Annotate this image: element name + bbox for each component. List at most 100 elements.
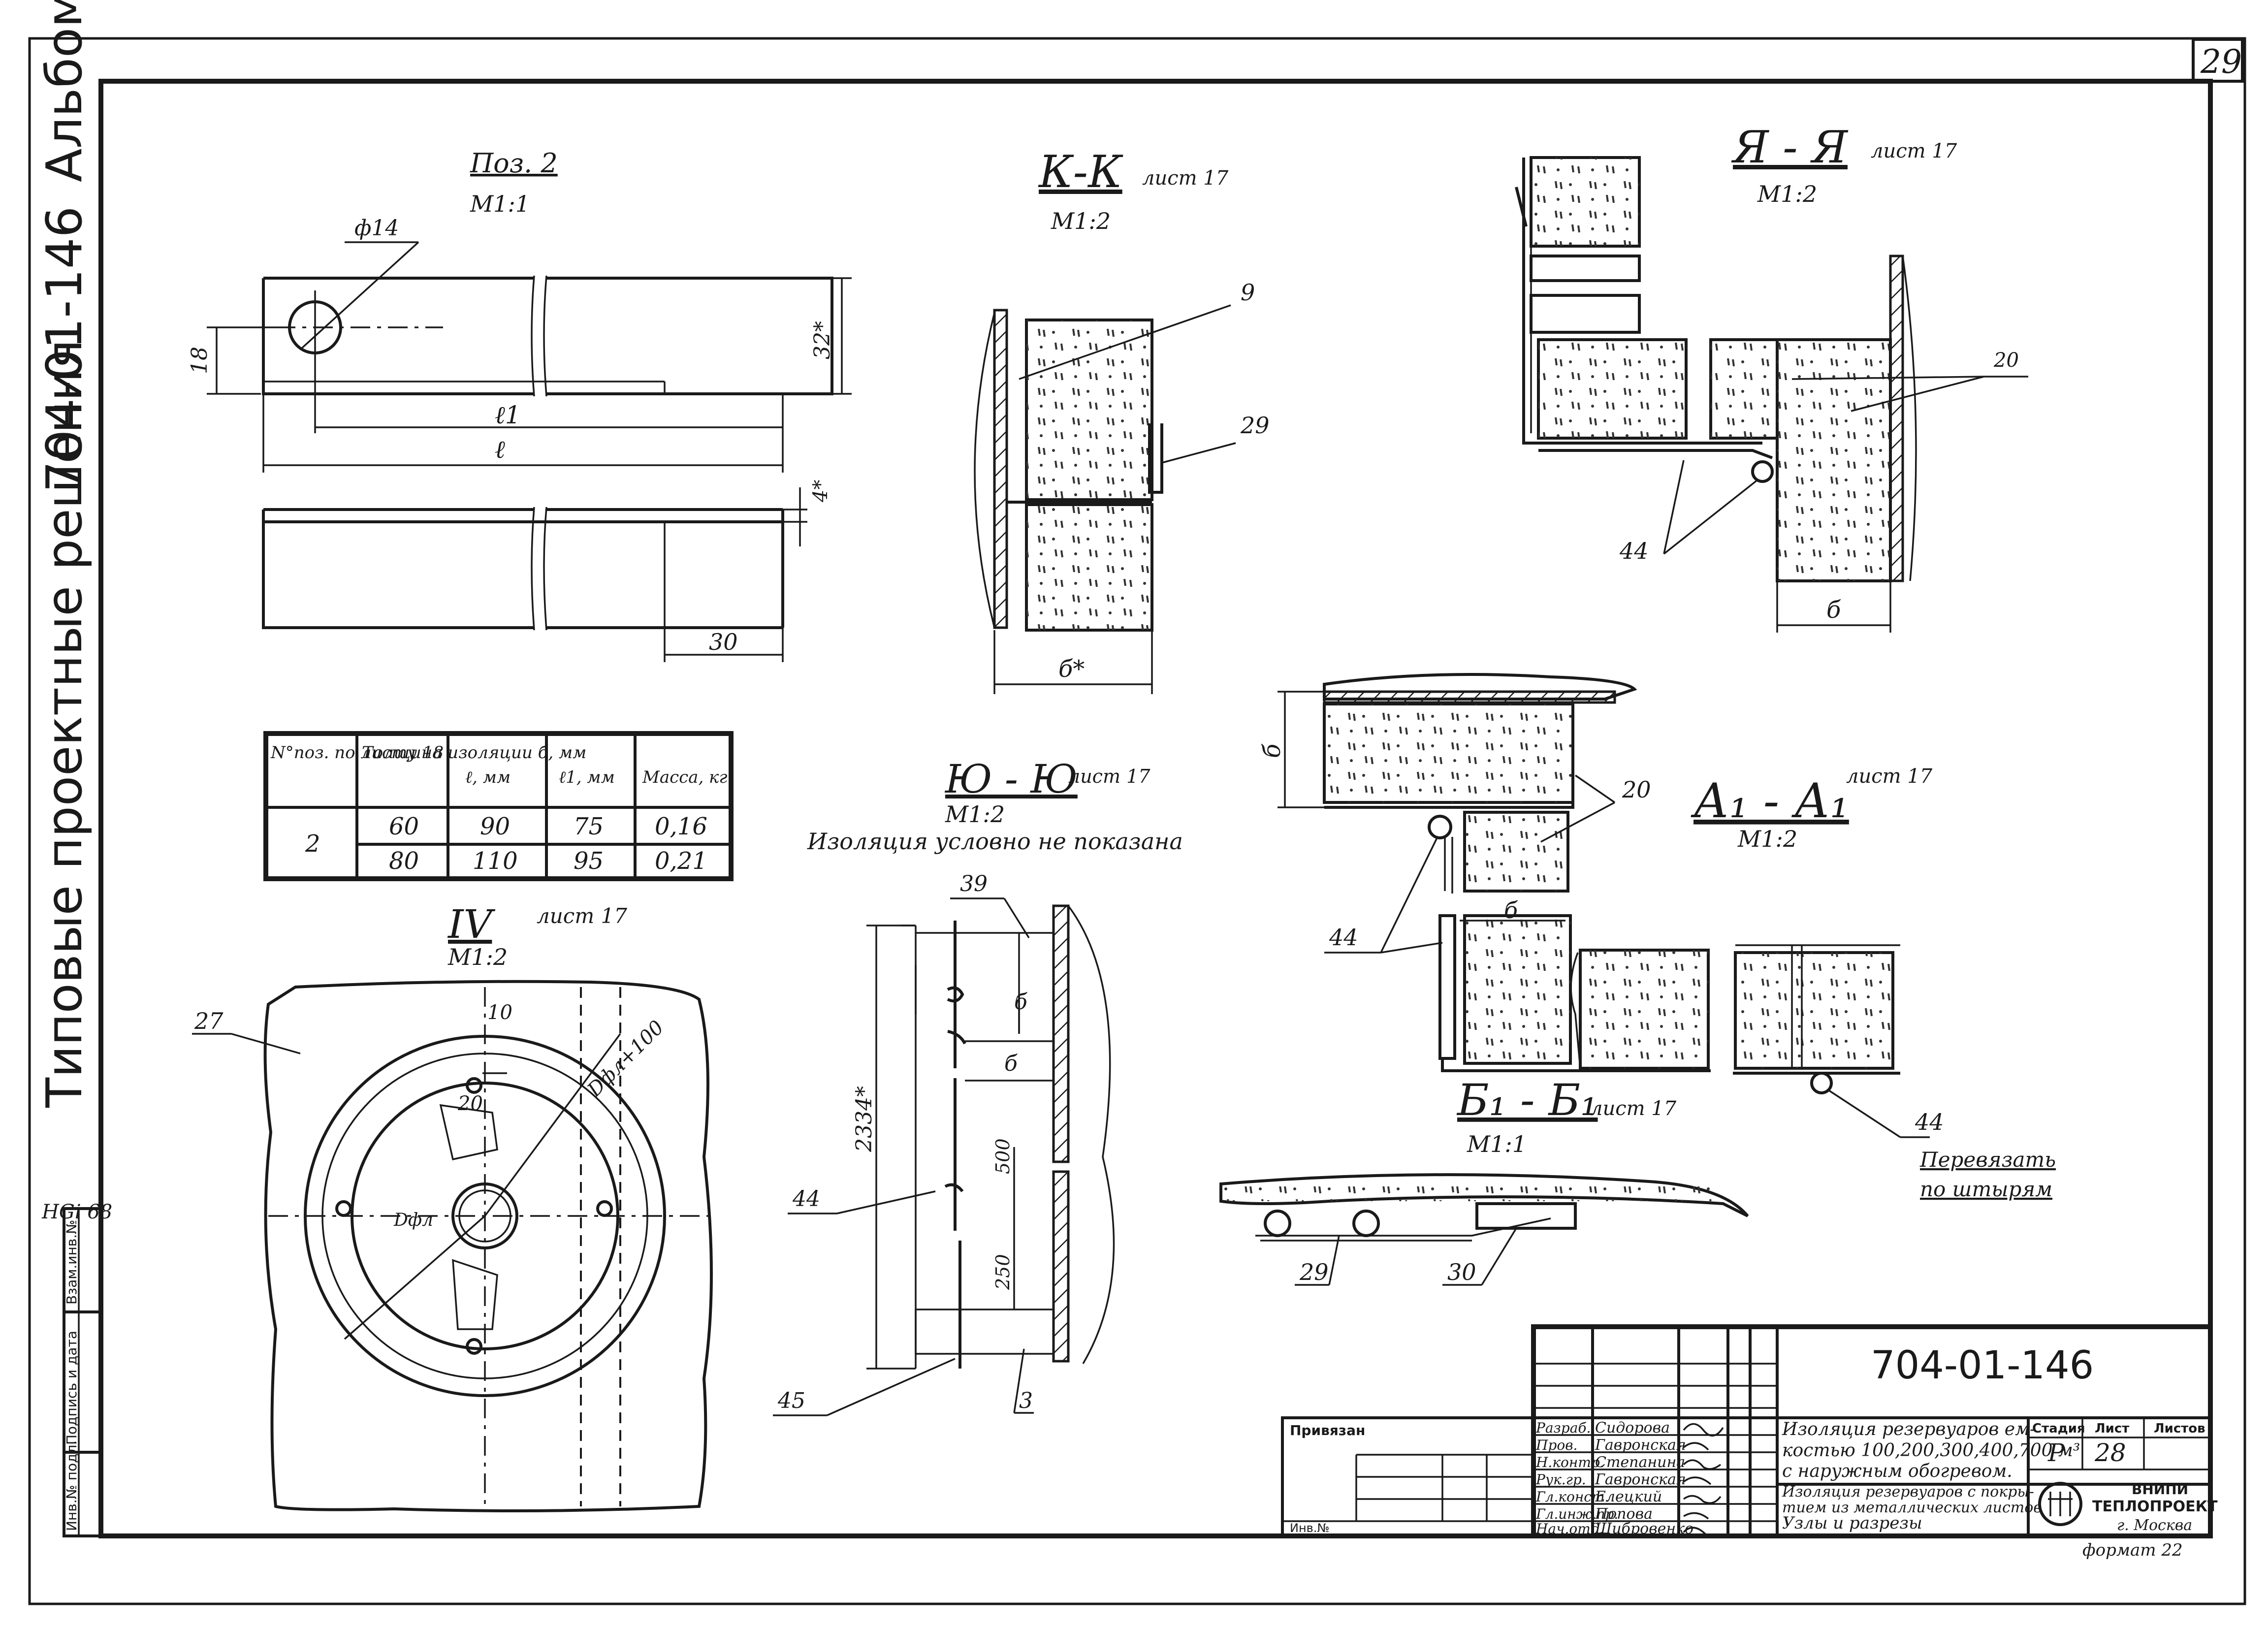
view-b1b1: Б₁ - Б₁ лист 17 М1:1 44 Перевязать по шт… [1219, 1075, 2056, 1286]
th-mass: Масса, кг [642, 767, 728, 787]
yaya-ref: лист 17 [1871, 140, 1957, 162]
th-thick: Толщина изоляции б, мм [362, 743, 586, 763]
yaya-scale: М1:2 [1757, 181, 1817, 207]
strip-top-left [262, 277, 534, 395]
tb-format: формат 22 [2082, 1540, 2183, 1560]
tb-title-2: костью 100,200,300,400,700 м³ [1782, 1440, 2080, 1461]
th-pos: N°поз. по листу 18 [270, 743, 444, 763]
kk-ref: лист 17 [1142, 167, 1229, 190]
tb-name-6: Шибровенко [1595, 1520, 1693, 1537]
tb-title-1: Изоляция резервуаров ем- [1782, 1419, 2036, 1439]
iv-callout-27: 27 [194, 1008, 224, 1034]
tb-role-4: Гл.конст. [1535, 1489, 1609, 1505]
pos2-scale: М1:1 [470, 191, 530, 217]
sheet-number-box [2192, 38, 2244, 83]
tb-sheet-label: Лист [2095, 1421, 2129, 1436]
yuyu-d2334: 2334* [852, 1086, 877, 1152]
yuyu-c3: 3 [1019, 1388, 1033, 1413]
kk-callout-9: 9 [1241, 279, 1255, 306]
iv-scale: М1:2 [447, 944, 508, 970]
kk-title: К-К [1038, 146, 1123, 198]
tb-role-6: Нач.отд. [1535, 1521, 1603, 1537]
strip-bottom [262, 508, 784, 629]
kk-dim: б* [1058, 655, 1085, 683]
a1a1-title: А₁ - А₁ [1691, 773, 1849, 829]
th-l: ℓ, мм [465, 767, 511, 787]
yuyu-d-b2: б [1004, 1051, 1018, 1076]
yaya-dim: б [1826, 596, 1841, 624]
tb-sheet-title-1: Изоляция резервуаров с покры- [1782, 1483, 2034, 1500]
stamp-replace: Взам.инв.№ [64, 1220, 80, 1305]
title-block: Привязан Инв.№ 704-01-146 Разраб. Пров. … [1281, 1324, 2218, 1560]
stamp-sign: Подпись и дата [64, 1331, 80, 1445]
b1b1-note-1: Перевязать [1919, 1148, 2056, 1172]
td-r2c1: 80 [389, 847, 419, 875]
dimension-table: N°поз. по листу 18 Толщина изоляции б, м… [263, 731, 734, 881]
tb-inv: Инв.№ [1290, 1521, 1329, 1535]
yaya-callout-44: 44 [1619, 538, 1649, 564]
iv-dpl: Dфл+100 [583, 1016, 669, 1102]
dim-4: 4* [809, 480, 832, 503]
dim-l: ℓ [495, 435, 505, 464]
pos2-diam: ф14 [354, 216, 399, 241]
stamp-inv: Инв.№ подл. [64, 1440, 80, 1531]
outer-frame [28, 37, 2246, 1605]
b1b1-title: Б₁ - Б₁ [1456, 1075, 1598, 1125]
drawing-border [98, 79, 2213, 1538]
yuyu-title: Ю - Ю [944, 756, 1078, 802]
yaya-title: Я - Я [1731, 122, 1849, 173]
yuyu-note: Изоляция условно не показана [807, 828, 1183, 855]
tb-sheet: 28 [2094, 1438, 2126, 1467]
tb-name-1: Гавронская [1595, 1436, 1686, 1454]
dim-32: 32* [810, 321, 835, 359]
tb-title-3: с наружным обогревом. [1782, 1461, 2012, 1481]
tb-sheets-label: Листов [2154, 1421, 2205, 1436]
tb-code: 704-01-146 [1871, 1343, 2094, 1388]
b1b1-callout-44: 44 [1915, 1109, 1944, 1135]
dim-30: 30 [709, 629, 738, 655]
td-r2c2: 110 [473, 847, 518, 875]
view-yuyu: Ю - Ю лист 17 М1:2 Изоляция условно не п… [773, 756, 1183, 1416]
tb-signatures [1683, 1423, 1724, 1535]
tb-city: г. Москва [2117, 1517, 2192, 1534]
tb-stage-label: Стадия [2032, 1421, 2085, 1436]
org-logo [2038, 1482, 2082, 1526]
a1a1-dim-b: б [1258, 743, 1286, 758]
td-r1c2: 90 [480, 813, 510, 840]
tb-org-1: ВНИПИ [2132, 1481, 2188, 1498]
iv-d20: 20 [457, 1092, 483, 1115]
tb-role-2: Н.контр. [1535, 1454, 1604, 1470]
td-r1c4: 0,16 [655, 813, 707, 840]
strip-top-right [546, 277, 833, 395]
yuyu-d-b1: б [1014, 990, 1027, 1015]
td-r1c3: 75 [574, 813, 604, 840]
iv-ref: лист 17 [537, 904, 627, 928]
side-title-code: 704-01-146 [35, 206, 93, 492]
view-yaya: Я - Я лист 17 М1:2 44 20 б [1515, 122, 2028, 633]
iv-dfl: Dфл [393, 1210, 433, 1230]
b1b1-ref: лист 17 [1590, 1097, 1677, 1120]
tb-name-0: Сидорова [1595, 1419, 1670, 1436]
yaya-callout-20: 20 [1993, 349, 2019, 372]
view-pos2: Поз. 2 М1:1 ф14 18 32* ℓ1 ℓ [187, 148, 852, 662]
tb-role-0: Разраб. [1535, 1420, 1591, 1436]
yuyu-scale: М1:2 [945, 801, 1005, 828]
side-title: Типовые проектные решения 704-01-146 Аль… [35, 0, 93, 1108]
dim-18: 18 [187, 347, 212, 374]
tb-role-3: Рук.гр. [1535, 1471, 1586, 1488]
sheet-number: 29 [2200, 43, 2242, 81]
tb-name-3: Гавронская [1595, 1471, 1686, 1488]
tb-name-4: Елецкий [1595, 1488, 1662, 1505]
iv-plate [263, 980, 713, 1512]
yuyu-c39: 39 [960, 871, 988, 896]
a1a1-scale: М1:2 [1737, 826, 1797, 852]
yuyu-ref: лист 17 [1068, 766, 1150, 787]
yuyu-d500: 500 [992, 1138, 1014, 1174]
b1b1-note-2: по штырям [1920, 1177, 2052, 1201]
dim-l1: ℓ1 [495, 401, 521, 429]
side-stamp: Инв.№ подл. Подпись и дата Взам.инв.№ [63, 1207, 102, 1537]
yuyu-c45: 45 [777, 1388, 805, 1413]
pos2-title: Поз. 2 [470, 148, 558, 179]
yuyu-c44: 44 [792, 1186, 820, 1212]
